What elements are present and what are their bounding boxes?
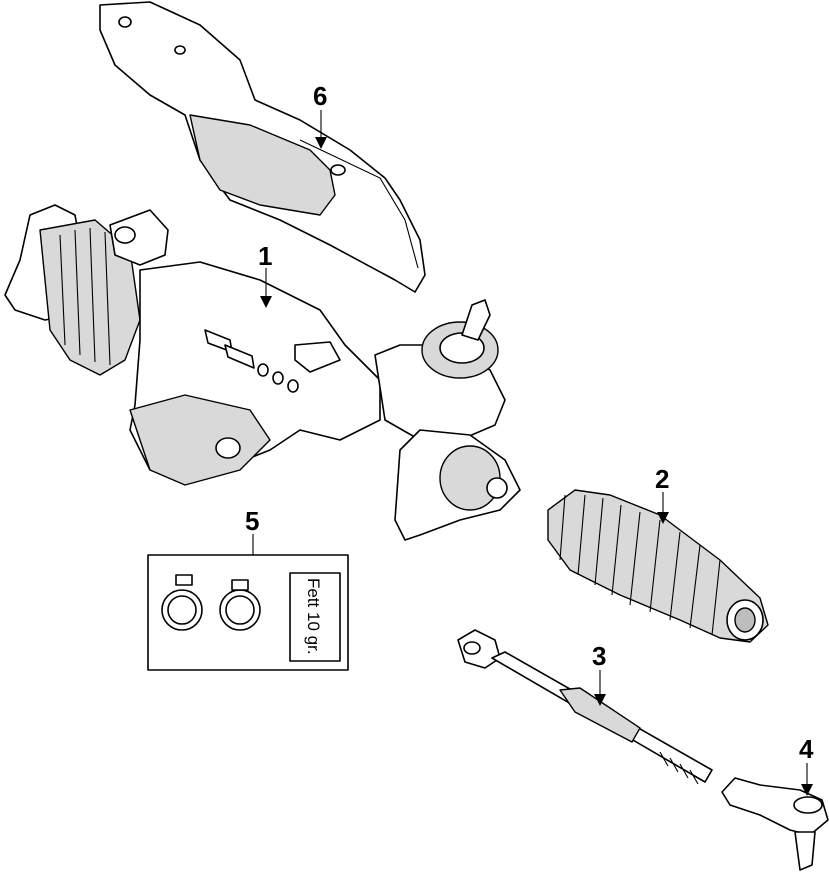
bellows-boot-part [547, 489, 769, 643]
callout-1: 1 [258, 241, 272, 308]
clamp-icon [219, 579, 261, 631]
outer-tie-rod-end-part [721, 777, 829, 871]
heat-shield-part [99, 1, 426, 293]
callout-number: 2 [655, 464, 669, 494]
callout-6: 6 [313, 81, 327, 149]
inner-tie-rod-part [457, 629, 713, 785]
clamp-icon [161, 574, 203, 631]
steering-rack-part [4, 204, 521, 541]
callout-3: 3 [592, 641, 606, 706]
callout-number: 4 [799, 734, 814, 764]
callout-number: 6 [313, 81, 327, 111]
callout-4: 4 [799, 734, 814, 796]
callout-5: 5 [245, 506, 259, 555]
callout-2: 2 [655, 464, 669, 524]
grease-label: Fett 10 gr. [304, 578, 323, 655]
callout-number: 5 [245, 506, 259, 536]
repair-kit-box: Fett 10 gr. [147, 554, 349, 671]
callout-number: 3 [592, 641, 606, 671]
callout-number: 1 [258, 241, 272, 271]
